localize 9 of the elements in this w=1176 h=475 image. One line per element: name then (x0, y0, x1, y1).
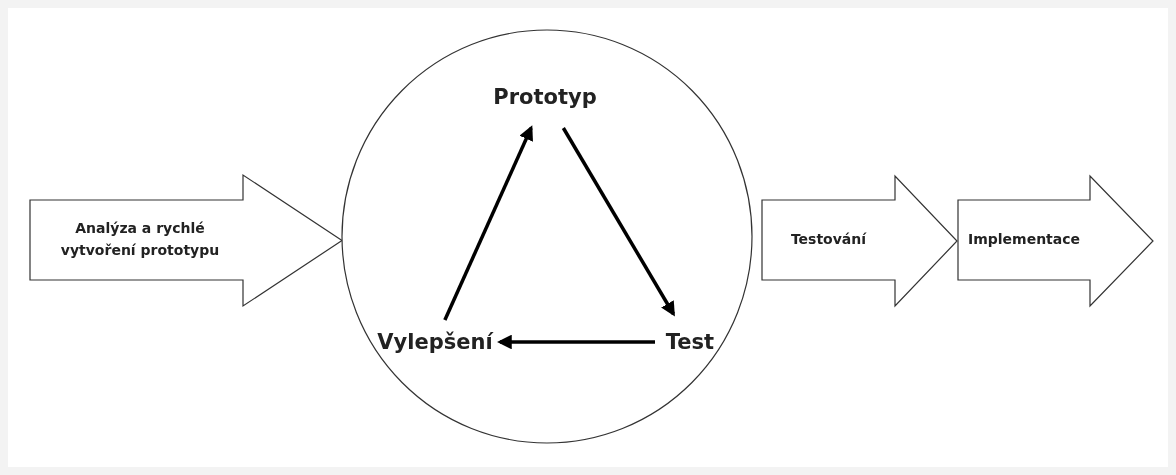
cycle-step-label: Test (664, 329, 716, 356)
cycle-step-label: Vylepšení (376, 329, 495, 356)
arrow (497, 334, 655, 350)
arrow (443, 125, 533, 321)
stage-label: Testování (789, 230, 868, 250)
stage-label: Implementace (966, 230, 1082, 250)
cycle-step-label: Prototyp (492, 84, 598, 111)
stage-label: Analýza a rychlé vytvoření prototypu (59, 219, 221, 260)
arrow (561, 127, 675, 317)
